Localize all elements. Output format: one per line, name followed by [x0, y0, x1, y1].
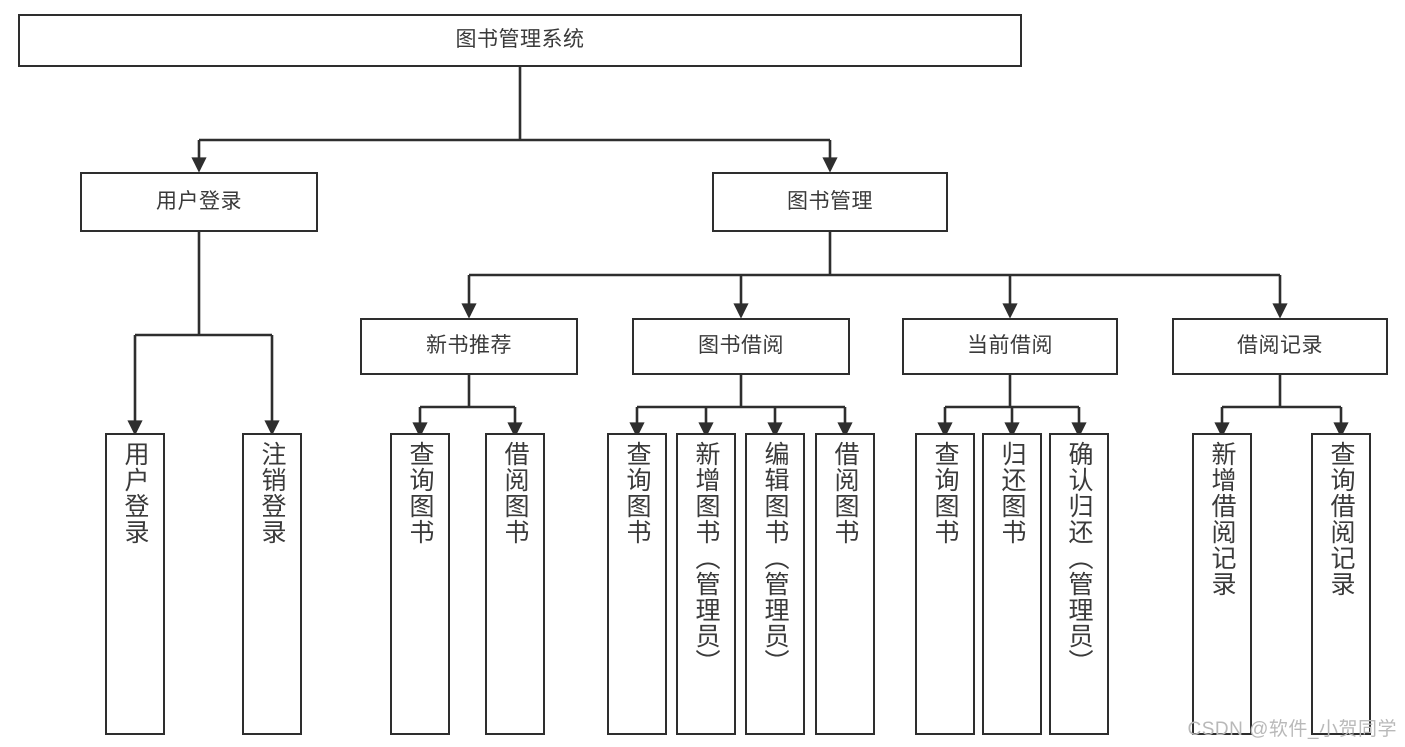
leaf-borrow-add-book-admin[interactable]: 新增图书（管理员） [676, 433, 736, 735]
leaf-current-query-book[interactable]: 查询图书 [915, 433, 975, 735]
node-label: 图书借阅 [698, 334, 784, 358]
leaf-borrow-edit-book-admin[interactable]: 编辑图书（管理员） [745, 433, 805, 735]
node-label: 查询图书 [406, 441, 434, 545]
node-label: 新书推荐 [426, 334, 512, 358]
node-label: 借阅图书 [501, 441, 529, 545]
node-label: 新增借阅记录 [1208, 441, 1236, 597]
node-borrow-record[interactable]: 借阅记录 [1172, 318, 1388, 375]
leaf-record-query-record[interactable]: 查询借阅记录 [1311, 433, 1371, 735]
node-label: 注销登录 [258, 441, 286, 545]
node-label: 新增图书（管理员） [692, 441, 720, 675]
node-label: 查询图书 [931, 441, 959, 545]
node-label: 当前借阅 [967, 334, 1053, 358]
node-label: 归还图书 [998, 441, 1026, 545]
watermark-text: CSDN @软件_小贺同学 [1187, 719, 1397, 740]
node-label: 图书管理系统 [455, 28, 585, 52]
leaf-recommend-query-book[interactable]: 查询图书 [390, 433, 450, 735]
node-label: 编辑图书（管理员） [761, 441, 789, 675]
node-label: 确认归还（管理员） [1065, 441, 1093, 675]
node-label: 用户登录 [121, 441, 149, 545]
node-label: 查询图书 [623, 441, 651, 545]
node-label: 借阅图书 [831, 441, 859, 545]
node-label: 用户登录 [156, 189, 242, 213]
leaf-recommend-borrow-book[interactable]: 借阅图书 [485, 433, 545, 735]
node-root-system[interactable]: 图书管理系统 [18, 14, 1022, 67]
node-label: 借阅记录 [1237, 334, 1323, 358]
leaf-user-login-signin[interactable]: 用户登录 [105, 433, 165, 735]
node-user-login[interactable]: 用户登录 [80, 172, 318, 232]
leaf-borrow-borrow-book[interactable]: 借阅图书 [815, 433, 875, 735]
node-book-borrow[interactable]: 图书借阅 [632, 318, 850, 375]
node-label: 图书管理 [787, 189, 873, 213]
node-book-management[interactable]: 图书管理 [712, 172, 948, 232]
leaf-record-add-record[interactable]: 新增借阅记录 [1192, 433, 1252, 735]
leaf-current-return-book[interactable]: 归还图书 [982, 433, 1042, 735]
node-label: 查询借阅记录 [1327, 441, 1355, 597]
leaf-current-confirm-return-admin[interactable]: 确认归还（管理员） [1049, 433, 1109, 735]
leaf-borrow-query-book[interactable]: 查询图书 [607, 433, 667, 735]
node-current-borrow[interactable]: 当前借阅 [902, 318, 1118, 375]
node-new-book-recommend[interactable]: 新书推荐 [360, 318, 578, 375]
leaf-user-login-signout[interactable]: 注销登录 [242, 433, 302, 735]
